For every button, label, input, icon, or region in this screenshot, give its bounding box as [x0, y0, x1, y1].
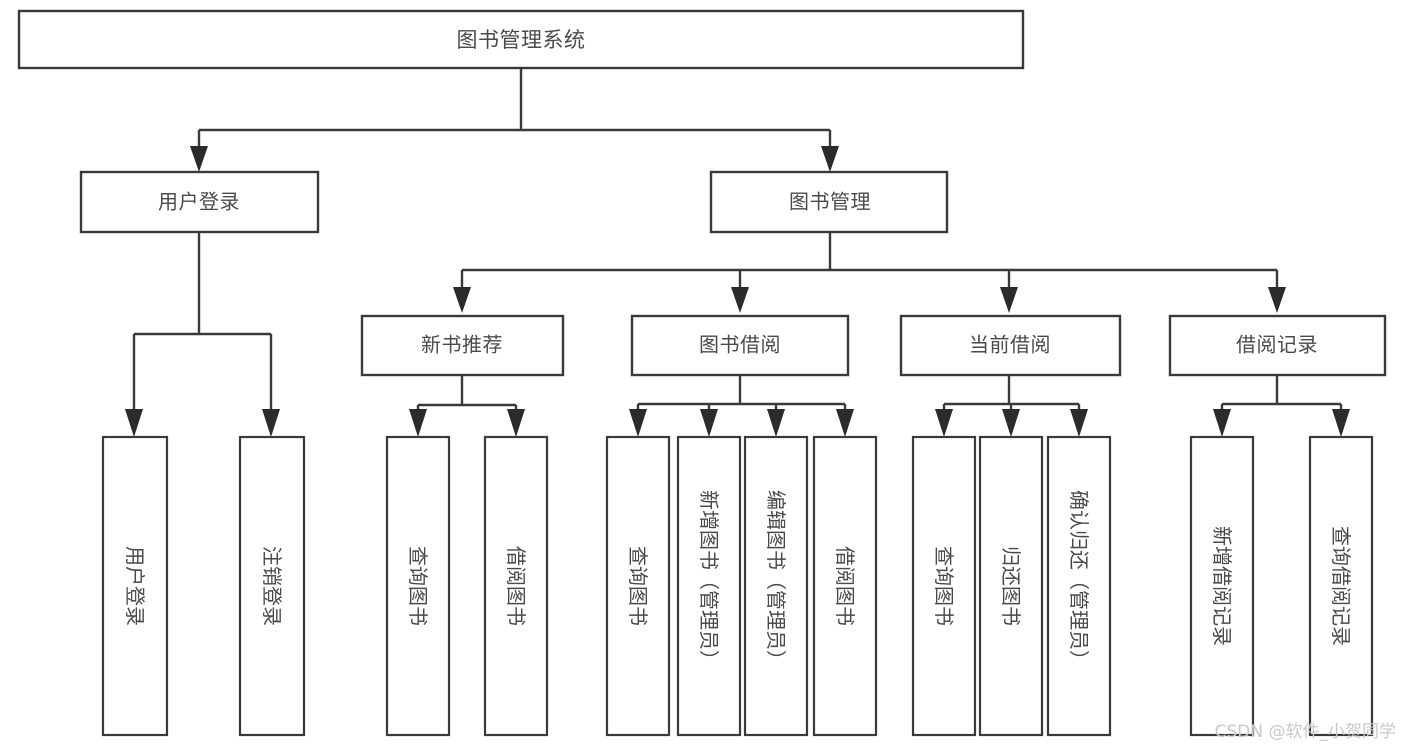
connectors-layer [125, 68, 1350, 437]
arrow-head-bb-leaf-2 [700, 409, 718, 437]
leaf-current-borrow-2[interactable]: 确认归还（管理员） [1046, 435, 1112, 737]
leaf-current-borrow-1-box[interactable] [978, 435, 1044, 737]
node-root[interactable]: 图书管理系统 [17, 9, 1025, 70]
leaf-user-login-0[interactable]: 用户登录 [101, 435, 169, 737]
leaf-user-login-0-label: 用户登录 [123, 546, 147, 626]
node-book-borrow[interactable]: 图书借阅 [630, 314, 850, 377]
node-root-label: 图书管理系统 [457, 28, 586, 52]
arrow-head-book-borrow [731, 287, 749, 313]
node-new-book-recommend-label: 新书推荐 [421, 333, 503, 357]
arrow-head-cb-leaf-3 [1070, 409, 1088, 437]
arrow-head-bb-leaf-1 [629, 409, 647, 437]
node-current-borrow[interactable]: 当前借阅 [899, 314, 1122, 377]
leaf-borrow-record-0-box[interactable] [1189, 435, 1255, 737]
leaf-current-borrow-2-label: 确认归还（管理员） [1067, 490, 1091, 670]
leaf-current-borrow-0-label: 查询图书 [932, 546, 956, 626]
node-current-borrow-box[interactable] [899, 314, 1122, 377]
node-new-book-recommend[interactable]: 新书推荐 [360, 314, 565, 377]
arrow-head-cb-leaf-1 [935, 409, 953, 437]
leaf-current-borrow-0-box[interactable] [911, 435, 977, 737]
leaf-user-login-1-label: 注销登录 [260, 546, 284, 626]
node-borrow-record-label: 借阅记录 [1236, 333, 1318, 357]
arrow-head-cb-leaf-2 [1002, 409, 1020, 437]
leaf-book-borrow-3[interactable]: 借阅图书 [812, 435, 878, 737]
node-book-management[interactable]: 图书管理 [709, 170, 949, 234]
leaf-user-login-1-box[interactable] [238, 435, 306, 737]
leaf-borrow-record-0[interactable]: 新增借阅记录 [1189, 435, 1255, 737]
leaf-book-borrow-2-label: 编辑图书（管理员） [764, 490, 788, 670]
leaf-borrow-record-1-box[interactable] [1308, 435, 1374, 737]
leaf-new-book-1-box[interactable] [483, 435, 549, 737]
arrow-head-leaf-logout [262, 409, 280, 437]
leaf-current-borrow-1[interactable]: 归还图书 [978, 435, 1044, 737]
node-current-borrow-label: 当前借阅 [969, 333, 1051, 357]
leaf-new-book-0-label: 查询图书 [406, 546, 430, 626]
leaf-new-book-0-box[interactable] [385, 435, 451, 737]
leaf-book-borrow-1[interactable]: 新增图书（管理员） [676, 435, 742, 737]
leaf-borrow-record-0-label: 新增借阅记录 [1210, 526, 1234, 646]
arrow-head-book-mgmt [821, 146, 839, 172]
leaf-book-borrow-1-label: 新增图书（管理员） [697, 490, 721, 670]
node-book-management-label: 图书管理 [789, 190, 871, 214]
leaf-new-book-1-label: 借阅图书 [504, 546, 528, 626]
arrow-head-br-leaf-1 [1213, 409, 1231, 437]
leaf-current-borrow-2-box[interactable] [1046, 435, 1112, 737]
leaf-user-login-0-box[interactable] [101, 435, 169, 737]
arrow-head-leaf-user-login [125, 409, 143, 437]
leaf-book-borrow-0[interactable]: 查询图书 [605, 435, 671, 737]
arrow-head-new-book [453, 287, 471, 313]
arrow-head-bb-leaf-3 [767, 409, 785, 437]
node-borrow-record[interactable]: 借阅记录 [1168, 314, 1387, 377]
arrow-head-br-leaf-2 [1332, 409, 1350, 437]
leaf-borrow-record-1[interactable]: 查询借阅记录 [1308, 435, 1374, 737]
leaf-borrow-record-1-label: 查询借阅记录 [1329, 526, 1353, 646]
node-book-borrow-label: 图书借阅 [699, 333, 781, 357]
leaf-book-borrow-0-label: 查询图书 [626, 546, 650, 626]
leaf-new-book-1[interactable]: 借阅图书 [483, 435, 549, 737]
arrow-head-user-login [190, 146, 208, 172]
leaf-user-login-1[interactable]: 注销登录 [238, 435, 306, 737]
node-user-login-label: 用户登录 [158, 190, 240, 214]
node-borrow-record-box[interactable] [1168, 314, 1387, 377]
node-new-book-recommend-box[interactable] [360, 314, 565, 377]
arrow-head-nb-leaf-2 [507, 409, 525, 437]
leaf-current-borrow-0[interactable]: 查询图书 [911, 435, 977, 737]
node-book-management-box[interactable] [709, 170, 949, 234]
leaf-book-borrow-2-box[interactable] [743, 435, 809, 737]
leaf-book-borrow-3-box[interactable] [812, 435, 878, 737]
leaf-book-borrow-2[interactable]: 编辑图书（管理员） [743, 435, 809, 737]
csdn-watermark: CSDN @软件_小贺同学 [1214, 722, 1396, 742]
leaf-book-borrow-1-box[interactable] [676, 435, 742, 737]
leaf-book-borrow-0-box[interactable] [605, 435, 671, 737]
node-user-login-box[interactable] [79, 170, 320, 234]
arrow-head-bb-leaf-4 [836, 409, 854, 437]
node-user-login[interactable]: 用户登录 [79, 170, 320, 234]
arrow-head-current-borrow [1000, 287, 1018, 313]
leaf-book-borrow-3-label: 借阅图书 [833, 546, 857, 626]
arrow-head-borrow-record [1268, 287, 1286, 313]
node-root-box[interactable] [17, 9, 1025, 70]
arrow-head-nb-leaf-1 [409, 409, 427, 437]
leaf-current-borrow-1-label: 归还图书 [999, 546, 1023, 626]
leaf-new-book-0[interactable]: 查询图书 [385, 435, 451, 737]
node-book-borrow-box[interactable] [630, 314, 850, 377]
